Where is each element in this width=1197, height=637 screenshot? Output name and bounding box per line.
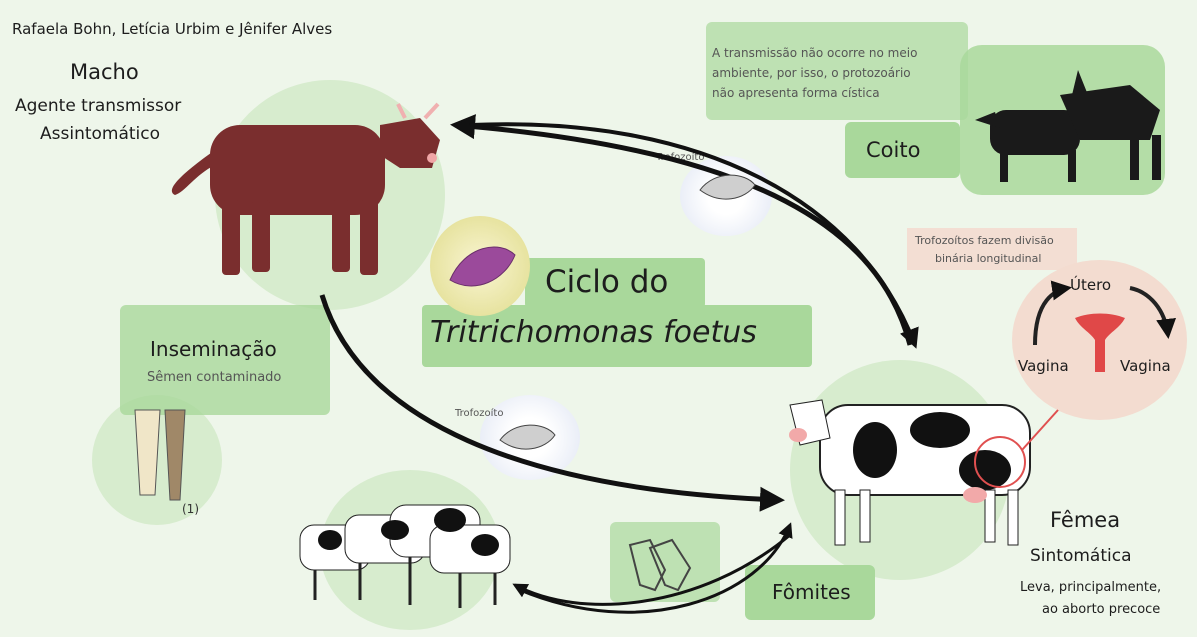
semen-tubes-icon <box>135 410 185 500</box>
trofozoito-bottom-icon <box>500 425 555 449</box>
bull-illustration <box>172 118 440 275</box>
arrow-utero-to-vagina <box>1130 288 1168 335</box>
bull-nose-icon <box>427 153 437 163</box>
microscope-protozoan-icon <box>450 247 515 286</box>
arrow-macho-to-femea <box>470 124 915 345</box>
uterus-icon <box>1075 314 1125 373</box>
bull-horns-icon <box>398 104 438 118</box>
arrow-vagina-to-utero <box>1035 288 1068 345</box>
trofozoito-top-icon <box>700 175 755 199</box>
gloves-icon <box>630 540 690 590</box>
arrow-inseminacao-to-femea <box>322 295 780 500</box>
cow-herd-illustration <box>300 505 510 608</box>
cow-illustration <box>789 400 1030 545</box>
coito-silhouette-icon <box>975 70 1161 182</box>
